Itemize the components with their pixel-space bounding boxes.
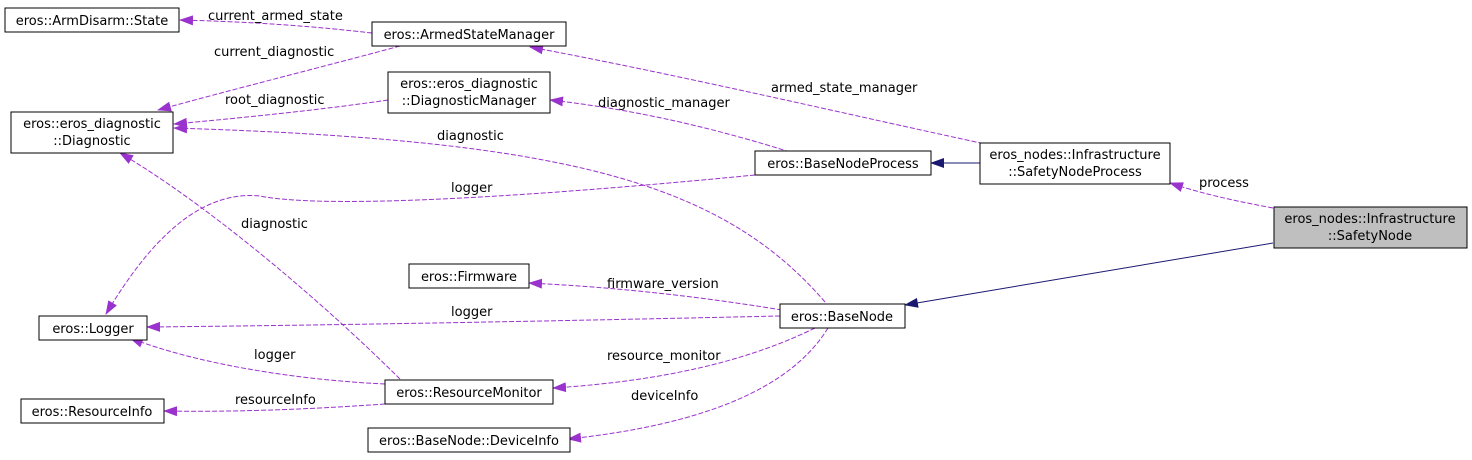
label-firmware-version: firmware_version [607, 277, 719, 292]
node-diagnostic-manager[interactable]: eros::eros_diagnostic ::DiagnosticManage… [387, 71, 551, 114]
node-diagnostic[interactable]: eros::eros_diagnostic ::Diagnostic [10, 111, 174, 154]
label-current-diagnostic: current_diagnostic [214, 45, 334, 60]
label-current-armed-state: current_armed_state [208, 9, 343, 24]
edge-diagnostic-manager [549, 96, 791, 153]
svg-text:eros::Logger: eros::Logger [52, 322, 134, 337]
label-logger-resource-monitor: logger [254, 348, 296, 363]
edge-firmware-version [528, 278, 783, 311]
svg-text:eros::ResourceInfo: eros::ResourceInfo [32, 405, 153, 420]
svg-text:eros::BaseNode::DeviceInfo: eros::BaseNode::DeviceInfo [379, 434, 559, 449]
edge-resource-info [163, 403, 386, 417]
node-safety-node[interactable]: eros_nodes::Infrastructure ::SafetyNode [1273, 206, 1468, 249]
node-resource-monitor[interactable]: eros::ResourceMonitor [384, 379, 554, 405]
edge-root-diagnostic [173, 99, 389, 128]
node-armdisarm-state[interactable]: eros::ArmDisarm::State [4, 7, 180, 33]
svg-text:::SafetyNode: ::SafetyNode [1328, 229, 1412, 244]
label-logger-base-node: logger [451, 305, 493, 320]
svg-text:eros::eros_diagnostic: eros::eros_diagnostic [400, 77, 538, 92]
edge-device-info [567, 327, 829, 443]
label-armed-state-manager: armed_state_manager [771, 81, 918, 96]
node-safety-node-process[interactable]: eros_nodes::Infrastructure ::SafetyNodeP… [979, 142, 1171, 185]
label-root-diagnostic: root_diagnostic [225, 93, 324, 108]
svg-text:eros::BaseNodeProcess: eros::BaseNodeProcess [767, 157, 919, 172]
edge-armed-state-manager [529, 44, 991, 146]
node-resource-info[interactable]: eros::ResourceInfo [20, 398, 165, 424]
label-device-info: deviceInfo [631, 389, 698, 404]
node-device-info[interactable]: eros::BaseNode::DeviceInfo [367, 427, 571, 453]
svg-text:eros::ArmDisarm::State: eros::ArmDisarm::State [16, 14, 169, 29]
edge-logger-base-node [146, 315, 781, 332]
label-diagnostic-base-node: diagnostic [437, 129, 504, 144]
svg-text:eros::ArmedStateManager: eros::ArmedStateManager [384, 28, 556, 43]
label-logger-process: logger [451, 181, 493, 196]
svg-text:::DiagnosticManager: ::DiagnosticManager [402, 94, 537, 109]
edge-current-armed-state [179, 15, 373, 34]
edge-current-diagnostic [157, 45, 401, 112]
node-logger[interactable]: eros::Logger [38, 315, 148, 341]
edge-logger-resource-monitor [129, 337, 386, 385]
svg-text:::SafetyNodeProcess: ::SafetyNodeProcess [1008, 165, 1142, 180]
label-diagnostic-resource-monitor: diagnostic [241, 217, 308, 232]
svg-text:eros::eros_diagnostic: eros::eros_diagnostic [23, 117, 161, 132]
node-firmware[interactable]: eros::Firmware [408, 263, 530, 289]
node-base-node-process[interactable]: eros::BaseNodeProcess [754, 150, 932, 176]
svg-text:eros::BaseNode: eros::BaseNode [791, 310, 893, 325]
svg-text:eros::ResourceMonitor: eros::ResourceMonitor [396, 386, 542, 401]
node-armed-state-manager[interactable]: eros::ArmedStateManager [371, 21, 567, 47]
svg-text:eros_nodes::Infrastructure: eros_nodes::Infrastructure [989, 148, 1160, 163]
svg-text:eros_nodes::Infrastructure: eros_nodes::Infrastructure [1284, 212, 1455, 227]
label-resource-monitor: resource_monitor [607, 349, 721, 364]
edge-resource-monitor [552, 327, 816, 393]
edge-inherit-base-node [904, 242, 1274, 308]
svg-text:::Diagnostic: ::Diagnostic [53, 134, 130, 149]
edge-diagnostic-resource-monitor [119, 152, 401, 380]
edge-logger-process [105, 174, 756, 315]
node-base-node[interactable]: eros::BaseNode [779, 303, 906, 329]
edge-process [1169, 182, 1274, 209]
label-diagnostic-manager: diagnostic_manager [598, 96, 730, 111]
label-process: process [1199, 176, 1249, 191]
label-resource-info: resourceInfo [235, 393, 316, 408]
edge-diagnostic-base-node [173, 123, 826, 303]
svg-text:eros::Firmware: eros::Firmware [421, 270, 517, 285]
